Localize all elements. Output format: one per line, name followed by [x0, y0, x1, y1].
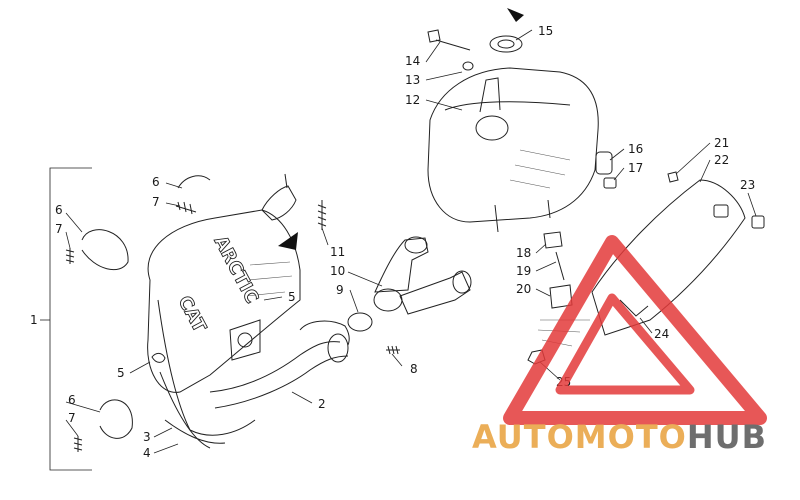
callout-7-a: 7 — [152, 195, 160, 209]
spring-8 — [386, 345, 400, 355]
grommet-15 — [489, 35, 523, 53]
callout-20: 20 — [516, 282, 531, 296]
watermark-text-moto: MOTO — [575, 418, 687, 456]
callout-23: 23 — [740, 178, 755, 192]
clamp-mid — [65, 229, 129, 271]
watermark-logo: AUTOMOTOHUB — [472, 235, 767, 456]
muffler-brand-text-cat: CAT — [174, 292, 211, 336]
callout-11: 11 — [330, 245, 345, 259]
callout-7-b: 7 — [55, 222, 63, 236]
callout-4: 4 — [143, 446, 151, 460]
callout-17: 17 — [628, 161, 643, 175]
callout-1: 1 — [30, 313, 38, 327]
callout-16: 16 — [628, 142, 643, 156]
arrow-marker-top — [507, 8, 524, 22]
callout-13: 13 — [405, 73, 420, 87]
callout-3: 3 — [143, 430, 151, 444]
callout-9: 9 — [336, 283, 344, 297]
heat-shield-22 — [591, 171, 765, 336]
callout-19: 19 — [516, 264, 531, 278]
svg-text:AUTOMOTOHUB: AUTOMOTOHUB — [472, 418, 767, 456]
callout-5-b: 5 — [117, 366, 125, 380]
callout-15: 15 — [538, 24, 553, 38]
muffler-brand-text-arctic: ARCTIC — [210, 232, 263, 306]
watermark-text-hub: HUB — [687, 418, 767, 456]
watermark-triangle-outer — [503, 235, 767, 425]
callout-6-b: 6 — [55, 203, 63, 217]
resonator-12 — [427, 67, 599, 233]
callout-6-c: 6 — [68, 393, 76, 407]
callout-6-a: 6 — [152, 175, 160, 189]
callout-18: 18 — [516, 246, 531, 260]
clamp-bottom — [73, 399, 133, 452]
exhaust-pipe — [209, 320, 350, 409]
grommet-16-17 — [595, 151, 617, 189]
spring-11 — [317, 200, 327, 230]
watermark-triangle-inner — [555, 293, 695, 395]
callout-2: 2 — [318, 397, 326, 411]
callout-labels: 1 2 3 4 5 5 6 7 6 7 6 7 8 9 10 11 12 13 … — [30, 24, 755, 460]
watermark-text-auto: AUTO — [472, 418, 575, 456]
callout-24: 24 — [654, 327, 669, 341]
callout-5-a: 5 — [288, 290, 296, 304]
callout-14: 14 — [405, 54, 420, 68]
muffler-inlet — [261, 173, 297, 221]
callout-8: 8 — [410, 362, 418, 376]
callout-7-c: 7 — [68, 411, 76, 425]
callout-10: 10 — [330, 264, 345, 278]
arrow-marker-mid — [278, 232, 298, 250]
callout-22: 22 — [714, 153, 729, 167]
callout-12: 12 — [405, 93, 420, 107]
muffler-assembly: ARCTIC CAT — [147, 209, 301, 449]
head-pipe — [347, 236, 472, 332]
bolt-14 — [427, 29, 474, 71]
group-bracket-1 — [40, 167, 92, 471]
clamp-top — [175, 175, 211, 215]
mount-18-20 — [543, 231, 573, 309]
leader-lines — [65, 29, 757, 454]
callout-21: 21 — [714, 136, 729, 150]
